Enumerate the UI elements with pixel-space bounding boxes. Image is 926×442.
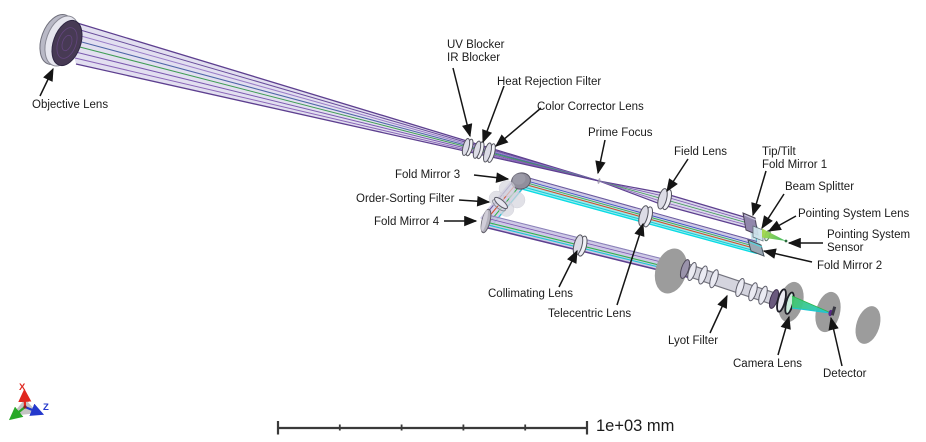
label-fold-mirror-1: Fold Mirror 1: [762, 158, 828, 171]
scale-bar: [276, 421, 589, 435]
label-color-corrector-lens: Color Corrector Lens: [537, 101, 644, 113]
label-uv-ir-blocker: UV Blocker IR Blocker: [447, 39, 505, 64]
prime-focus-point: [597, 178, 601, 184]
label-uv-blocker: UV Blocker: [447, 39, 505, 51]
order-sorting-filter-element: [488, 180, 526, 217]
arrow-beam-splitter: [761, 193, 785, 230]
uv-ir-blocker-element: [461, 138, 474, 157]
pointing-sensor-point: [784, 239, 788, 243]
beam-objective-to-prime-focus: [63, 18, 600, 182]
beam-fold4-to-lyot: [485, 214, 690, 279]
telecentric-lens-element: [638, 205, 654, 228]
spare-disk: [855, 306, 881, 344]
label-collimating-lens: Collimating Lens: [488, 288, 574, 300]
arrow-field-lens: [666, 158, 689, 193]
label-tip-tilt: Tip/Tilt: [762, 146, 796, 158]
lyot-entrance-disk: [654, 248, 688, 294]
label-fold-mirror-2: Fold Mirror 2: [817, 260, 883, 272]
arrow-fold-mirror-3: [473, 172, 510, 183]
label-pointing-system-lens: Pointing System Lens: [798, 208, 910, 220]
beam-splitter-element: [752, 225, 764, 242]
label-field-lens: Field Lens: [674, 146, 728, 158]
label-telecentric-lens: Telecentric Lens: [548, 308, 632, 320]
label-camera-lens: Camera Lens: [733, 358, 803, 370]
fold-mirror-4-element: [480, 208, 492, 234]
objective-lens-element: [39, 13, 83, 67]
arrow-order-sorting-filter: [458, 195, 491, 207]
optical-components: [39, 13, 881, 344]
label-order-sorting-filter: Order-Sorting Filter: [356, 193, 455, 205]
arrow-fold-mirror-2: [762, 248, 813, 263]
axis-triad-icon: [8, 388, 45, 421]
label-fold-mirror-3: Fold Mirror 3: [395, 169, 461, 181]
z-axis-arrow: [24, 403, 45, 416]
label-fold-mirror-4: Fold Mirror 4: [374, 216, 440, 228]
arrow-uv-ir-blocker: [452, 67, 473, 138]
label-ir-blocker: IR Blocker: [447, 51, 501, 64]
arrow-detector: [828, 316, 843, 367]
annotation-arrows: [39, 67, 843, 367]
beam-camera-to-detector: [791, 295, 837, 317]
label-pointing-system-sensor: Pointing System Sensor: [827, 229, 910, 254]
x-axis-label: X: [19, 382, 26, 393]
x-axis-arrow: [18, 388, 32, 408]
arrow-lyot-filter: [709, 294, 728, 334]
label-beam-splitter: Beam Splitter: [785, 181, 855, 193]
arrow-heat-rejection-filter: [482, 85, 505, 144]
arrow-collimating-lens: [558, 249, 578, 288]
z-axis-label: Z: [43, 402, 49, 413]
arrow-pointing-system-lens: [767, 215, 797, 232]
arrow-tiptilt-fold-mirror-1: [751, 170, 767, 217]
label-tiptilt-fold-mirror-1: Tip/Tilt Fold Mirror 1: [762, 146, 827, 171]
label-detector: Detector: [823, 368, 867, 380]
label-prime-focus: Prime Focus: [588, 127, 653, 139]
label-lyot-filter: Lyot Filter: [668, 335, 719, 347]
y-axis-arrow: [8, 406, 26, 421]
scale-bar-label: 1e+03 mm: [596, 417, 675, 435]
label-sensor: Sensor: [827, 241, 864, 254]
label-objective-lens: Objective Lens: [32, 99, 109, 111]
arrow-objective-lens: [39, 67, 54, 97]
arrow-telecentric-lens: [616, 222, 645, 306]
arrow-camera-lens: [777, 315, 791, 356]
label-pointing-system: Pointing System: [827, 229, 911, 241]
lyot-filter-element: [679, 259, 780, 309]
arrow-prime-focus: [595, 139, 606, 175]
label-heat-rejection-filter: Heat Rejection Filter: [497, 76, 602, 88]
detector-element: [830, 306, 837, 316]
arrow-color-corrector-lens: [494, 107, 542, 147]
